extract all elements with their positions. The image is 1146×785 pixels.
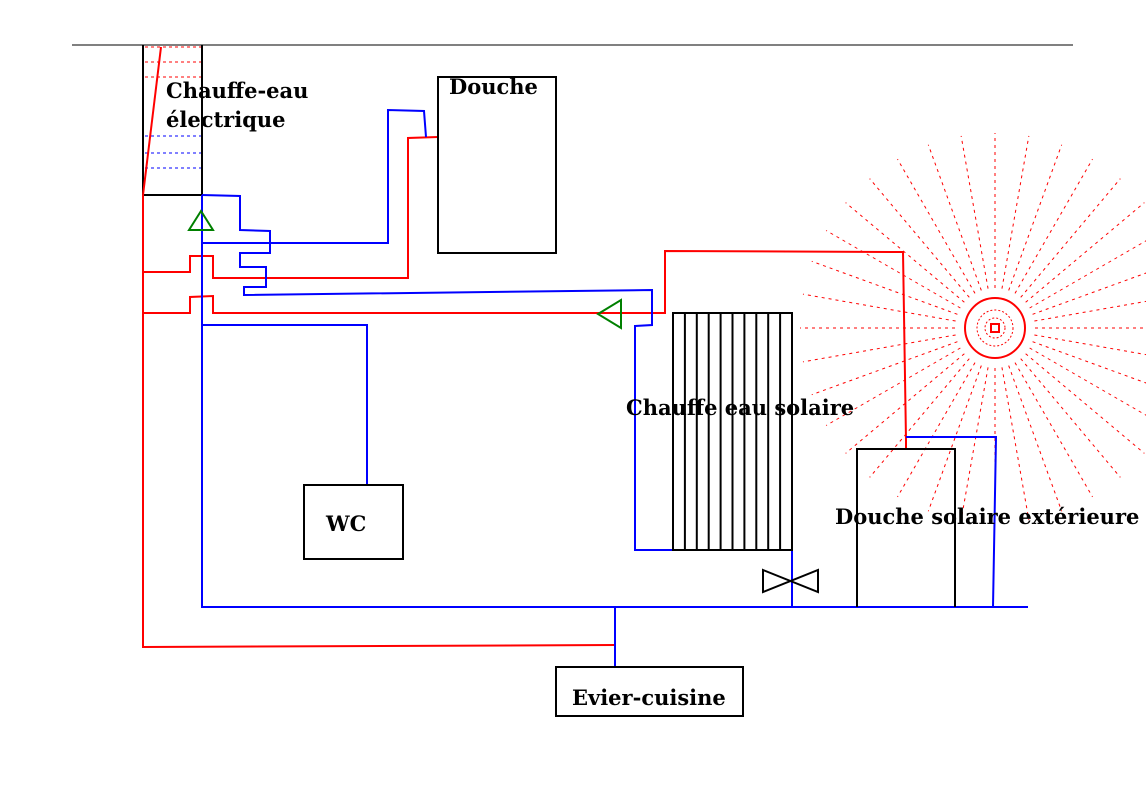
sun-ray [960,367,989,521]
sun-ray [802,293,956,322]
electric-water-heater [142,45,203,196]
cold-pipe-outdoor-shower [906,436,998,608]
sun-ray [1034,300,1146,322]
sun-ray [1001,367,1030,521]
sun-ray [869,358,970,478]
sun-ray [1029,347,1146,416]
gate-valve-icon [762,568,819,594]
sun-ray [1032,341,1146,384]
sun-ray [897,362,976,498]
hot-pipe-to-sink [142,195,616,649]
sun-ray [811,260,958,315]
sun-ray [825,230,961,309]
sun-core [990,323,1000,333]
shower-box [437,76,557,254]
sun-ray [1020,358,1121,478]
sun-icon [800,133,1146,523]
outdoor-shower-label: Douche solaire extérieure [835,504,1139,529]
sun-ray [1034,334,1146,356]
sun-inner-ring [984,317,1006,339]
sun-ray [1029,240,1146,309]
cold-water-level-lines [145,135,201,169]
heater-tank-outline [142,45,203,196]
sun-ray [811,341,958,396]
sun-ray [845,202,965,303]
hot-pipe-to-shower [143,136,439,279]
check-valve-icon [596,298,622,330]
sun-disc [964,297,1026,359]
kitchen-sink-label: Evier-cuisine [572,685,726,710]
kitchen-sink-box [555,666,744,717]
sun-ray [1014,362,1093,498]
electric-heater-label: Chauffe-eau [166,78,308,103]
cold-pipe-to-collector [201,194,673,551]
sun-ray [927,365,982,512]
sun-ray [825,347,961,426]
sun-ray [1008,144,1063,291]
cold-pipe-to-shower [202,108,427,244]
outdoor-shower-box [856,448,956,607]
cold-water-pipes [201,108,1028,667]
sun-ray [1025,202,1145,303]
sun-ray [1032,272,1146,315]
sun-ray [1014,158,1093,294]
heating-element [142,46,162,196]
hot-water-pipes [142,136,907,649]
hot-water-level-lines [145,46,201,78]
electric-heater-label: électrique [166,107,286,132]
shower-label: Douche [449,74,538,99]
sun-ray [1020,178,1121,298]
sun-ray [960,135,989,289]
cold-main-pipe [201,195,1028,608]
wc-label: WC [325,511,366,536]
wc-box [303,484,404,560]
solar-heater-label: Chauffe eau solaire [626,395,854,420]
sun-ray [1025,353,1145,454]
solar-collector [672,312,793,551]
hot-pipe-solar-loop [143,249,907,449]
sun-inner-ring [976,309,1014,347]
check-valve-icon [187,209,215,231]
sun-ray [1001,135,1030,289]
sun-ray [927,144,982,291]
sun-ray [802,334,956,363]
sun-ray [1008,365,1063,512]
cold-pipe-to-wc [202,324,368,485]
sun-ray [897,158,976,294]
sun-ray [869,178,970,298]
